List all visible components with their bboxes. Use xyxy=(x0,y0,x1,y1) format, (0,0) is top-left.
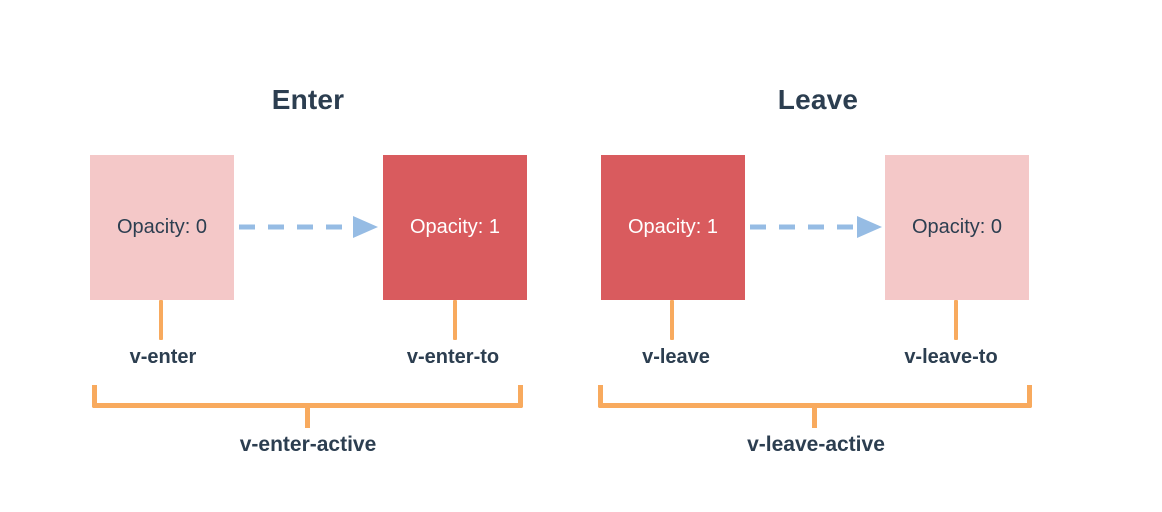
v-leave-active-label: v-leave-active xyxy=(747,433,885,456)
v-enter-active-label: v-enter-active xyxy=(239,433,377,456)
enter-to-box: Opacity: 1 xyxy=(383,155,527,300)
leave-active-bracket-tick xyxy=(812,407,817,428)
leave-title: Leave xyxy=(777,84,859,115)
leave-from-connector-line xyxy=(670,300,674,340)
enter-from-box: Opacity: 0 xyxy=(90,155,234,300)
dashed-arrow-right-icon xyxy=(239,216,378,238)
v-leave-label: v-leave xyxy=(642,346,710,368)
leave-to-box-label: Opacity: 0 xyxy=(911,216,1003,238)
leave-from-box-label: Opacity: 1 xyxy=(627,216,719,238)
v-enter-label: v-enter xyxy=(129,346,197,368)
leave-to-box: Opacity: 0 xyxy=(885,155,1029,300)
v-enter-to-label: v-enter-to xyxy=(406,346,500,368)
enter-from-box-label: Opacity: 0 xyxy=(116,216,208,238)
enter-from-connector-line xyxy=(159,300,163,340)
leave-active-bracket xyxy=(598,385,1032,408)
enter-to-connector-line xyxy=(453,300,457,340)
dashed-arrow-right-icon xyxy=(750,216,882,238)
leave-to-connector-line xyxy=(954,300,958,340)
enter-active-bracket xyxy=(92,385,523,408)
enter-title: Enter xyxy=(271,84,345,115)
enter-active-bracket-tick xyxy=(305,407,310,428)
v-leave-to-label: v-leave-to xyxy=(904,346,998,368)
enter-to-box-label: Opacity: 1 xyxy=(409,216,501,238)
leave-from-box: Opacity: 1 xyxy=(601,155,745,300)
